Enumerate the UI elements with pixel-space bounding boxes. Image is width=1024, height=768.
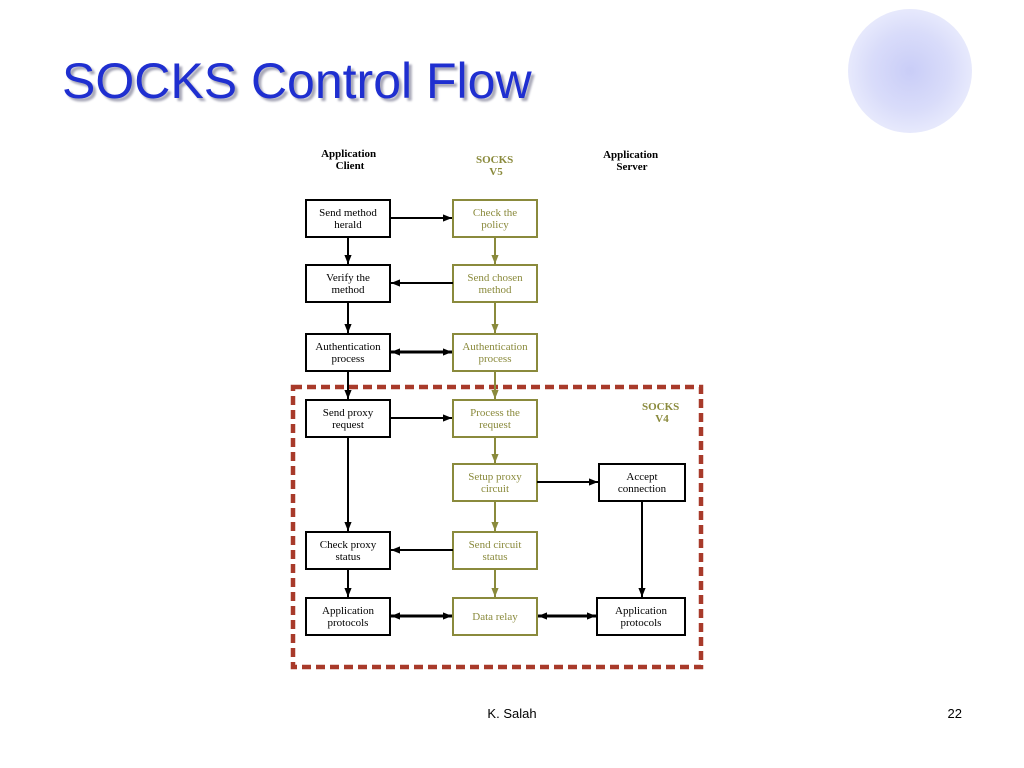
socks-v4-region bbox=[290, 384, 704, 670]
box-data-relay: Data relay bbox=[452, 597, 538, 636]
socks4-region-label: SOCKS V4 bbox=[642, 401, 682, 425]
decorative-circle bbox=[848, 9, 972, 133]
server-column-header: Application Server bbox=[603, 149, 661, 173]
footer-author: K. Salah bbox=[487, 706, 537, 721]
slide-title: SOCKS Control Flow bbox=[62, 53, 532, 109]
socks5-column-header: SOCKS V5 bbox=[476, 154, 516, 178]
page-number: 22 bbox=[947, 706, 962, 721]
svg-text:Data relay: Data relay bbox=[472, 611, 518, 623]
client-column-header: Application Client bbox=[321, 148, 379, 172]
